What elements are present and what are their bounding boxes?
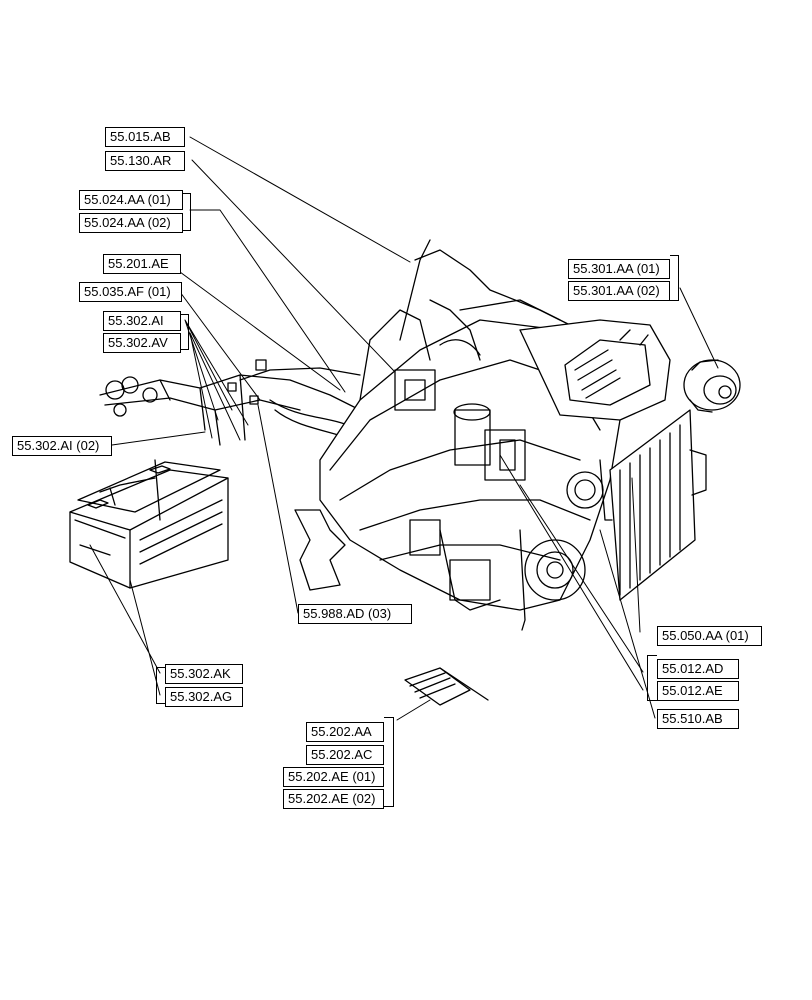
battery-illustration [69, 459, 229, 589]
callout-55-302-av[interactable]: 55.302.AV [103, 333, 181, 353]
sensor-part-illustration [404, 667, 489, 706]
callout-55-202-ae-01[interactable]: 55.202.AE (01) [283, 767, 384, 787]
callout-55-050-aa-01[interactable]: 55.050.AA (01) [657, 626, 762, 646]
callout-55-510-ab[interactable]: 55.510.AB [657, 709, 739, 729]
callout-55-301-aa-01[interactable]: 55.301.AA (01) [568, 259, 670, 279]
callout-55-024-aa-02[interactable]: 55.024.AA (02) [79, 213, 183, 233]
callout-55-024-aa-01[interactable]: 55.024.AA (01) [79, 190, 183, 210]
ac-unit-illustration [519, 319, 671, 421]
callout-55-202-ac[interactable]: 55.202.AC [306, 745, 384, 765]
callout-55-012-ae[interactable]: 55.012.AE [657, 681, 739, 701]
callout-55-202-aa[interactable]: 55.202.AA [306, 722, 384, 742]
group-bracket-55-301 [670, 255, 679, 301]
callout-55-302-ag[interactable]: 55.302.AG [165, 687, 243, 707]
group-bracket-55-202 [384, 717, 394, 807]
callout-55-201-ae[interactable]: 55.201.AE [103, 254, 181, 274]
callout-55-130-ar[interactable]: 55.130.AR [105, 151, 185, 171]
callout-55-012-ad[interactable]: 55.012.AD [657, 659, 739, 679]
group-bracket-55-012 [647, 655, 657, 701]
alternator-illustration [683, 359, 741, 413]
callout-55-302-ai-02[interactable]: 55.302.AI (02) [12, 436, 112, 456]
harness-left-illustration [99, 359, 431, 456]
condenser-illustration [599, 409, 707, 601]
callout-55-302-ak[interactable]: 55.302.AK [165, 664, 243, 684]
engine-illustration [294, 239, 621, 631]
callout-55-035-af-01[interactable]: 55.035.AF (01) [79, 282, 182, 302]
group-bracket-55-302-ai [181, 314, 189, 350]
callout-55-015-ab[interactable]: 55.015.AB [105, 127, 185, 147]
callout-55-202-ae-02[interactable]: 55.202.AE (02) [283, 789, 384, 809]
callout-55-301-aa-02[interactable]: 55.301.AA (02) [568, 281, 670, 301]
leader-lines [89, 136, 719, 721]
group-bracket-55-302-ak [156, 667, 165, 704]
callout-55-302-ai[interactable]: 55.302.AI [103, 311, 181, 331]
callout-55-988-ad-03[interactable]: 55.988.AD (03) [298, 604, 412, 624]
group-bracket-55-024 [183, 193, 191, 231]
